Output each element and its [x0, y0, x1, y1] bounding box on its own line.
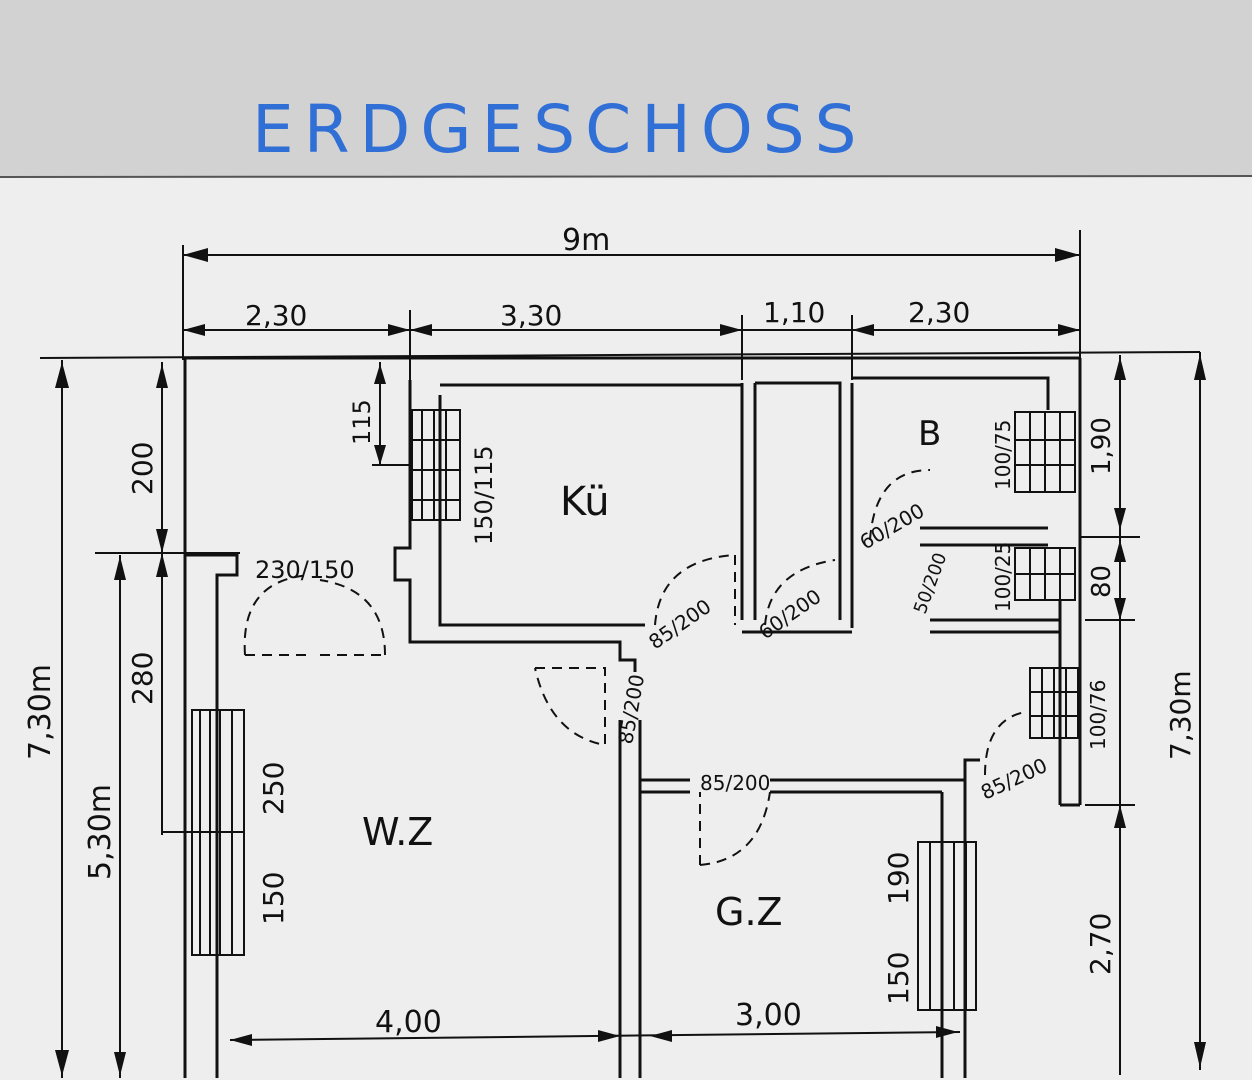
segment-2-label: 3,30 [500, 299, 562, 332]
right-bottom-label: 2,70 [1084, 913, 1117, 975]
walls [183, 356, 1082, 1078]
total-width-label: 9m [562, 223, 610, 258]
plan-title: ERDGESCHOSS [252, 91, 867, 168]
room-label-bath: B [918, 414, 941, 454]
segment-1-label: 2,30 [245, 299, 307, 332]
room-label-kitchen: Kü [560, 479, 610, 525]
window-labels: 150/115 100/75 100/25 100/76 250 150 150… [257, 420, 1110, 1005]
segment-3-label: 1,10 [763, 296, 825, 329]
living-window-width-label: 150 [257, 872, 290, 925]
door-swings [243, 469, 1026, 866]
left-inner-height-label: 5,30m [83, 784, 118, 880]
guest-window-height-label: 190 [882, 852, 915, 905]
room-labels: Kü B W.Z G.Z [362, 414, 941, 934]
bottom-left-label: 4,00 [375, 1005, 442, 1040]
left-top-label: 200 [126, 442, 159, 495]
right-top-label: 1,90 [1087, 417, 1117, 475]
segment-4-label: 2,30 [908, 296, 970, 329]
right-height-label: 7,30m [1164, 670, 1197, 760]
guest-door-label: 85/200 [700, 771, 770, 795]
kitchen-window-label: 150/115 [470, 445, 498, 545]
living-window-height-label: 250 [257, 762, 290, 815]
right-mid-label: 80 [1087, 565, 1117, 598]
left-height-label: 7,30m [23, 664, 58, 760]
left-mid-label: 280 [126, 652, 159, 705]
bath-window-1-label: 100/75 [991, 420, 1015, 490]
dimension-labels: 9m 2,30 3,30 1,10 2,30 7,30m 5,30m 200 2… [23, 223, 1197, 1040]
bottom-right-label: 3,00 [735, 998, 802, 1033]
windows [191, 409, 1079, 1011]
kitchen-top-label: 115 [348, 399, 376, 445]
room-label-guest: G.Z [715, 890, 783, 934]
room-label-living: W.Z [362, 810, 433, 854]
paper-sheet [0, 176, 1252, 1080]
guest-window-width-label: 150 [882, 952, 915, 1005]
bath-window-2-label: 100/25 [991, 542, 1015, 612]
paper-edge [0, 175, 1252, 178]
right-lower-window-label: 100/76 [1086, 680, 1110, 750]
entrance-door-label: 230/150 [255, 556, 355, 584]
